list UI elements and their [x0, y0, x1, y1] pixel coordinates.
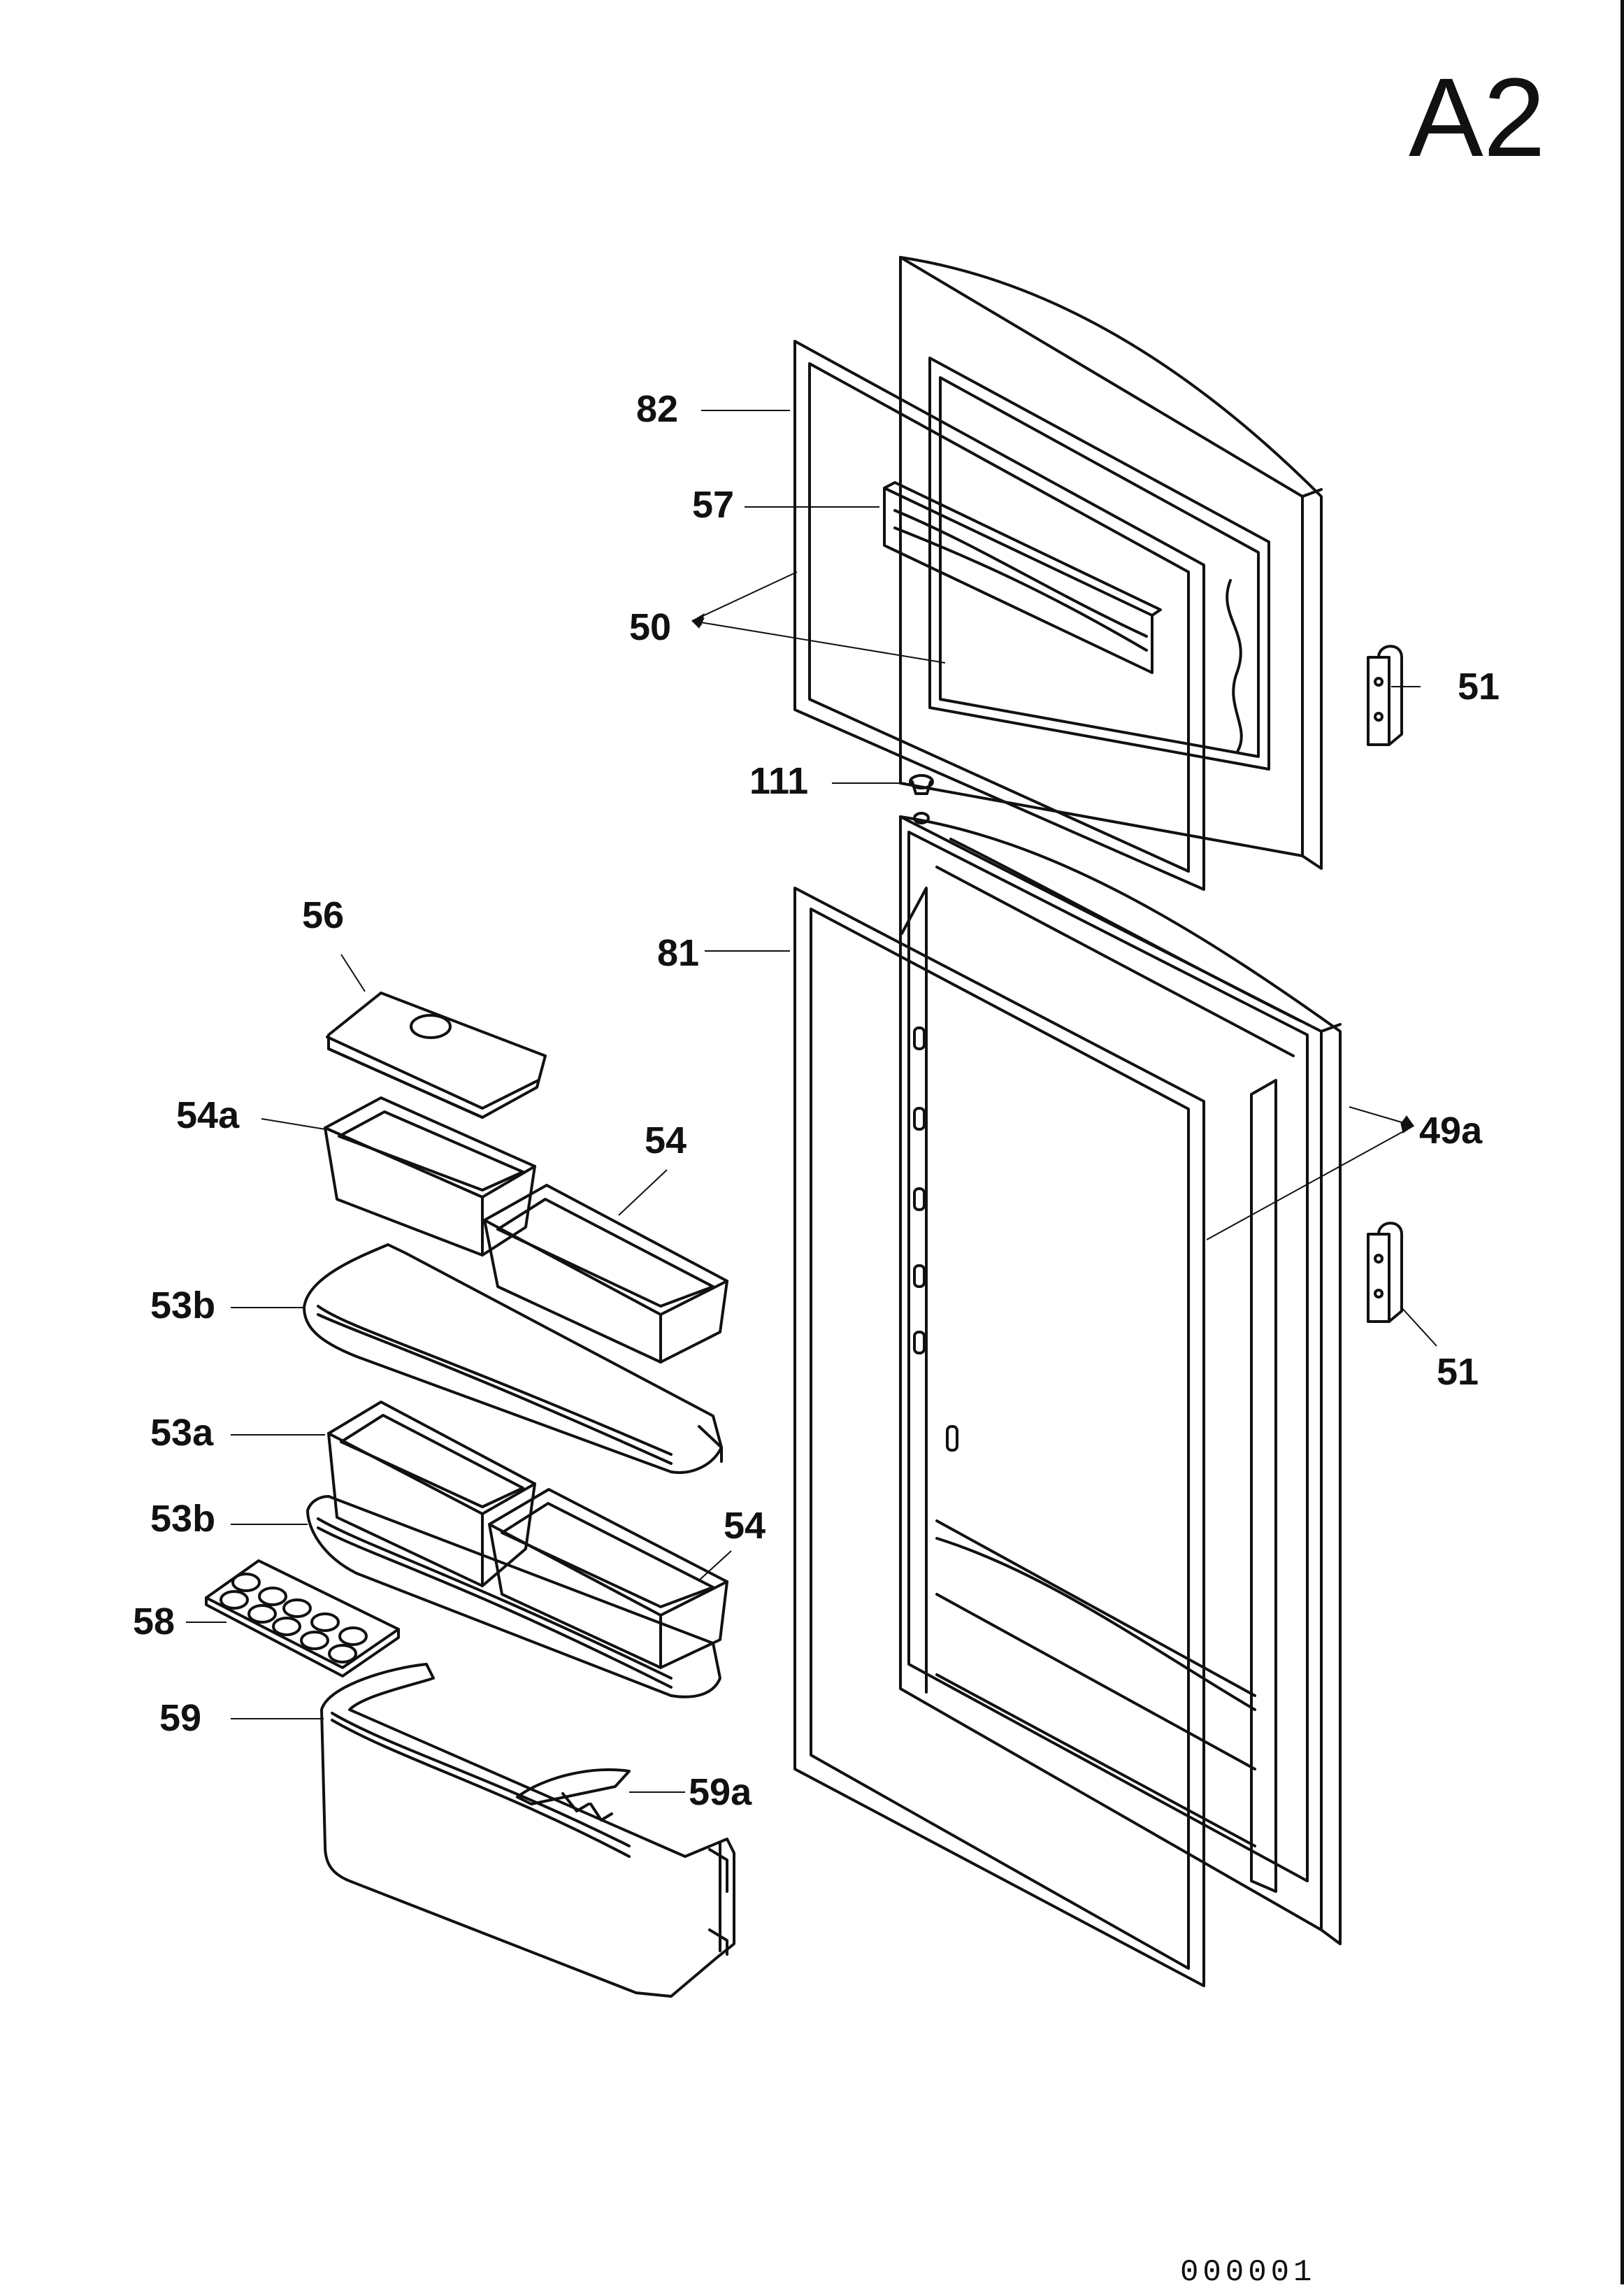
plug-111	[909, 774, 934, 824]
label-49a: 49a	[1419, 1110, 1483, 1152]
freezer-door-inner-liner	[928, 357, 1270, 771]
bottle-shelf-59	[320, 1663, 735, 1998]
label-51-top: 51	[1458, 666, 1500, 708]
hinge-51-top	[1367, 645, 1403, 746]
label-53b-top: 53b	[150, 1284, 216, 1326]
label-59a: 59a	[689, 1771, 752, 1813]
label-53b-bottom: 53b	[150, 1498, 216, 1540]
leader-lines	[186, 410, 1437, 1793]
egg-tray-58	[205, 1559, 400, 1677]
door-shelf-53b-bottom	[306, 1495, 721, 1698]
label-51-bottom: 51	[1437, 1351, 1479, 1393]
fridge-door-outer-49a	[899, 815, 1342, 1945]
label-54-bottom: 54	[724, 1505, 766, 1547]
label-54a: 54a	[176, 1094, 240, 1136]
fridge-door-gasket-81	[793, 887, 1205, 1987]
small-box-54-top	[483, 1184, 728, 1364]
butter-dish-lid-56	[326, 992, 547, 1119]
label-81: 81	[657, 932, 700, 974]
label-111: 111	[749, 760, 809, 802]
label-53a: 53a	[150, 1412, 214, 1454]
butter-box-54a	[324, 1096, 536, 1257]
label-54-top: 54	[645, 1119, 687, 1161]
label-57: 57	[692, 484, 735, 526]
small-box-54-bottom	[488, 1488, 728, 1669]
page-border-line	[1621, 0, 1624, 2284]
label-82: 82	[636, 388, 679, 430]
box-53a	[327, 1401, 536, 1587]
freezer-door-flap-57	[883, 481, 1162, 674]
freezer-door-outer-panel	[899, 256, 1323, 870]
label-56: 56	[302, 894, 345, 936]
hinge-51-bottom	[1367, 1222, 1403, 1323]
label-59: 59	[159, 1697, 202, 1739]
sheet-id: A2	[1409, 55, 1546, 180]
drawing-code: 000001	[1180, 2255, 1316, 2290]
door-shelf-53b-top	[303, 1243, 723, 1474]
label-50: 50	[629, 606, 672, 648]
bottle-retainer-59a	[516, 1768, 631, 1822]
fridge-door-inner-liner	[900, 831, 1309, 1893]
label-58: 58	[133, 1601, 175, 1643]
freezer-door-gasket-82	[793, 340, 1205, 891]
